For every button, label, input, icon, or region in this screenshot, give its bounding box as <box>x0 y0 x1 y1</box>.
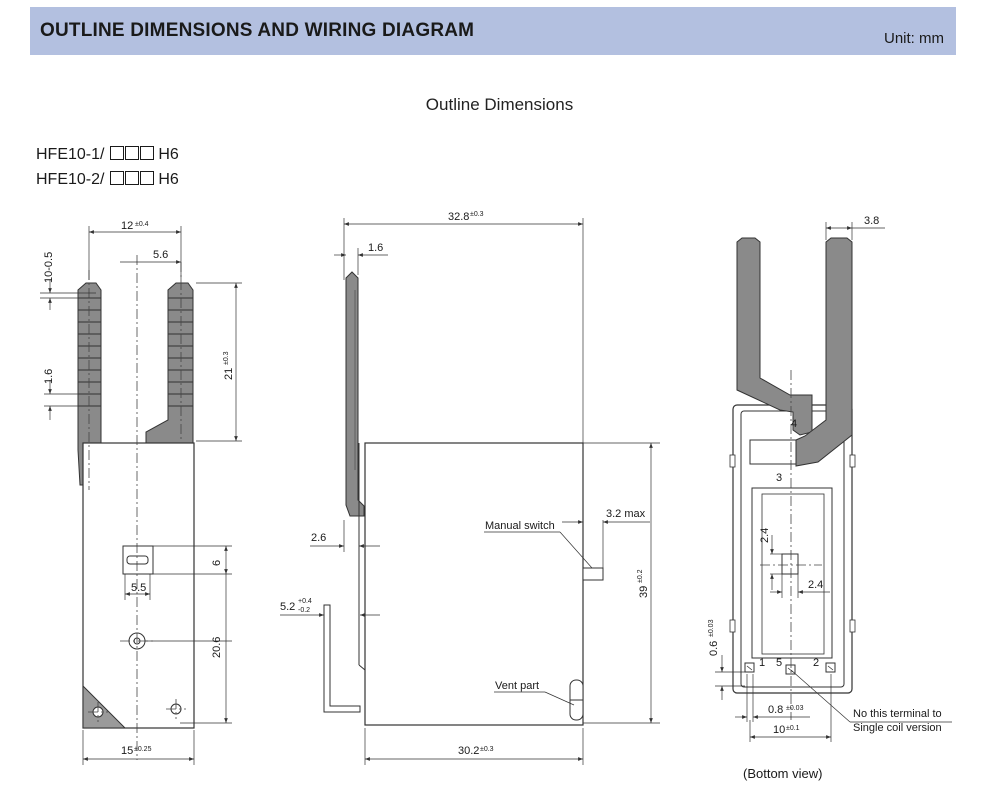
bottom-view-caption: (Bottom view) <box>743 766 823 781</box>
dim-switch: 3.2 max <box>606 508 646 520</box>
side-view: 32.8 ±0.3 1.6 2.6 5.2 +0.4 -0.2 39 ±0.2 … <box>280 211 660 765</box>
code-box-icon <box>109 171 124 185</box>
bottom-view: 4 3 1 5 2 3.8 2.4 2.4 0.6 ±0.03 0.8 ±0.0… <box>708 215 952 742</box>
dim-pin-tol-plus: +0.4 <box>298 598 312 605</box>
dim-width-top: 12 <box>121 220 133 232</box>
model-suffix: H6 <box>158 146 179 163</box>
dim-pin-pitch: 0.8 <box>768 704 783 716</box>
dim-pin-span-tol: ±0.1 <box>786 725 800 732</box>
model-prefix: HFE10-2/ <box>36 171 105 188</box>
dim-center-offset: 5.6 <box>153 249 168 261</box>
code-box-icon <box>139 171 154 185</box>
label-manual-switch: Manual switch <box>485 520 555 532</box>
dim-slot-width: 5.5 <box>131 582 146 594</box>
relay-body-side <box>364 442 584 726</box>
dim-terminal-height: 21 <box>223 368 235 380</box>
dim-body-width-tol: ±0.25 <box>134 746 152 753</box>
relay-body-front <box>82 442 195 729</box>
terminal-ribs <box>78 297 193 407</box>
bottom-terminal-left <box>736 237 813 436</box>
manual-switch-knob <box>582 567 604 581</box>
note-line-2: Single coil version <box>853 722 942 734</box>
dim-body-width: 15 <box>121 745 133 757</box>
pin-label-5: 5 <box>776 657 782 669</box>
side-pin <box>323 604 361 713</box>
slot-hole <box>126 555 149 565</box>
pin-label-1: 1 <box>759 657 765 669</box>
pin-pads <box>744 662 836 675</box>
dim-hole-height: 20.6 <box>211 637 223 658</box>
dim-rib: 10-0.5 <box>43 252 55 283</box>
front-view: 12 ±0.4 5.6 10-0.5 1.6 21 ±0.3 6 5.5 20.… <box>40 220 242 765</box>
section-header: OUTLINE DIMENSIONS AND WIRING DIAGRAM Un… <box>30 7 956 55</box>
pin-label-2: 2 <box>813 657 819 669</box>
bottom-terminal-right <box>795 237 853 467</box>
dim-square-h: 2.4 <box>808 579 823 591</box>
diagram-subtitle: Outline Dimensions <box>425 95 574 114</box>
dim-length-tol: ±0.3 <box>470 211 484 218</box>
label-vent: Vent part <box>495 680 539 692</box>
dim-pitch: 1.6 <box>43 369 55 384</box>
inner-recess <box>751 487 833 659</box>
dim-square-v: 2.4 <box>759 528 771 543</box>
dim-terminal-width: 3.8 <box>864 215 879 227</box>
dim-pin-span: 10 <box>773 724 785 736</box>
section-title: OUTLINE DIMENSIONS AND WIRING DIAGRAM <box>40 20 475 41</box>
code-box-icon <box>124 171 139 185</box>
dim-offset-tol: ±0.03 <box>708 619 715 637</box>
corner-chamfer <box>82 684 127 729</box>
dim-body-length: 30.2 <box>458 745 479 757</box>
code-box-icon <box>109 146 124 160</box>
dim-pin-tol-minus: -0.2 <box>298 607 310 614</box>
dim-slot-height: 6 <box>211 560 223 566</box>
model-suffix: H6 <box>158 171 179 188</box>
dim-width-top-tol: ±0.4 <box>135 221 149 228</box>
dim-height-tol: ±0.2 <box>637 569 644 583</box>
dim-pin: 5.2 <box>280 601 295 613</box>
dim-pin-pitch-tol: ±0.03 <box>786 705 804 712</box>
pin-label-4: 4 <box>791 418 797 430</box>
right-terminal <box>145 282 194 453</box>
dim-terminal-height-tol: ±0.3 <box>223 351 230 365</box>
model-prefix: HFE10-1/ <box>36 146 105 163</box>
unit-label: Unit: mm <box>884 30 944 47</box>
dim-body-length-tol: ±0.3 <box>480 746 494 753</box>
pin-label-3: 3 <box>776 472 782 484</box>
code-box-icon <box>139 146 154 160</box>
model-number-2: HFE10-2/ H6 <box>36 171 179 189</box>
note-line-1: No this terminal to <box>853 708 942 720</box>
center-square <box>781 553 799 575</box>
dim-height: 39 <box>638 586 650 598</box>
dim-offset: 0.6 <box>708 641 720 656</box>
code-box-icon <box>124 146 139 160</box>
dim-terminal-thk: 1.6 <box>368 242 383 254</box>
dim-length: 32.8 <box>448 211 469 223</box>
model-number-1: HFE10-1/ H6 <box>36 146 179 164</box>
dim-flange: 2.6 <box>311 532 326 544</box>
